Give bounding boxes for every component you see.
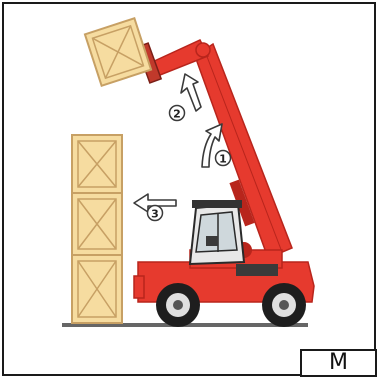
- step-badge-2: 2: [170, 106, 185, 121]
- rear-wheel: [262, 283, 306, 327]
- step-label: 3: [151, 208, 159, 221]
- front-wheel: [156, 283, 200, 327]
- step-label: 1: [219, 153, 227, 166]
- figure-tag-label: M: [329, 352, 348, 374]
- crate: [72, 193, 122, 255]
- crate: [72, 135, 122, 193]
- step-label: 2: [173, 108, 181, 121]
- step-badge-3: 3: [148, 206, 163, 221]
- operator-cab: [190, 200, 244, 264]
- arrow-step-2: [181, 74, 201, 111]
- suspended-crate: [85, 18, 151, 85]
- crate: [72, 255, 122, 323]
- step-badge-1: 1: [216, 151, 231, 166]
- figure-tag: M: [300, 349, 377, 377]
- crate-stack: [72, 135, 122, 323]
